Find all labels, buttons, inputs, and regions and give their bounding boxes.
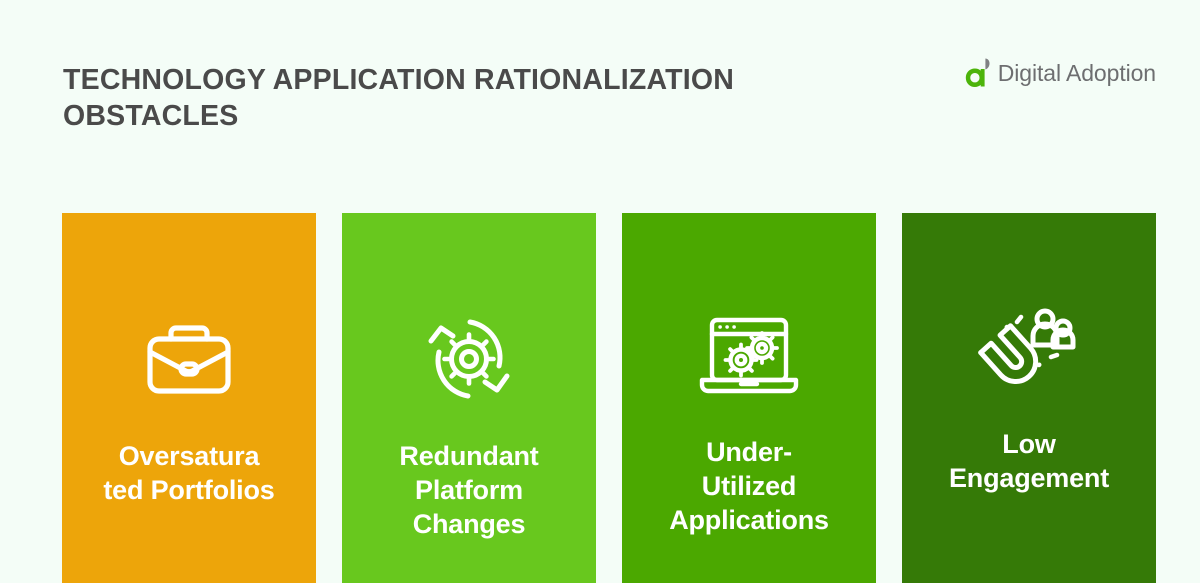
card-oversaturated-portfolios[interactable]: Oversatura ted Portfolios [62,213,316,583]
card-low-engagement[interactable]: Low Engagement [902,213,1156,583]
gear-refresh-icon [342,311,596,407]
obstacle-cards: Oversatura ted Portfolios [62,213,1158,583]
card-label: Low Engagement [948,429,1110,493]
card-label: Redundant Platform Changes [399,441,539,539]
logo-a-mark-icon [965,58,990,87]
laptop-gears-icon [622,311,876,407]
page-title: TECHNOLOGY APPLICATION RATIONALIZATION O… [63,64,734,132]
logo-text: Digital Adoption [997,59,1156,86]
card-redundant-platform-changes[interactable]: Redundant Platform Changes [342,213,596,583]
card-under-utilized-applications[interactable]: Under- Utilized Applications [622,213,876,583]
briefcase-icon [62,311,316,407]
card-label: Under- Utilized Applications [669,437,829,535]
digital-adoption-logo[interactable]: Digital Adoption [960,57,1156,91]
card-label: Oversatura ted Portfolios [103,441,275,505]
magnet-people-icon [902,303,1156,399]
header: TECHNOLOGY APPLICATION RATIONALIZATION O… [0,0,1200,190]
